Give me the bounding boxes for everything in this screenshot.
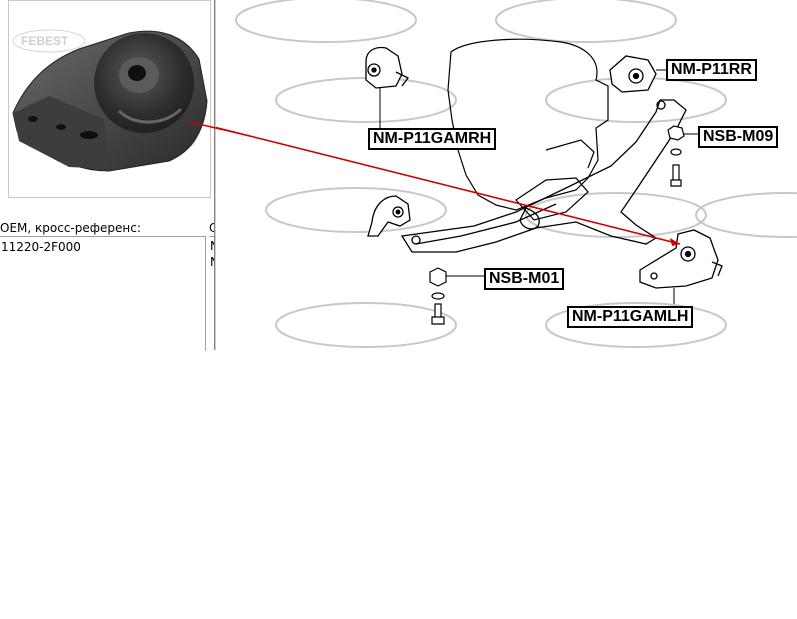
second-column-row[interactable]: N: [210, 255, 215, 269]
second-column-list[interactable]: N N: [209, 236, 215, 351]
diagram-drawing: [216, 0, 797, 348]
product-photo[interactable]: FEBEST FEBEST: [8, 0, 211, 198]
subframe: [400, 99, 687, 253]
engine-outline: [447, 38, 609, 221]
part-label-nm-p11gamrh[interactable]: NM-P11GAMRH: [368, 128, 497, 150]
parts-diagram: NM-P11GAMRH NM-P11RR NSB-M09 NSB-M01 NM-…: [216, 0, 797, 350]
watermark-ovals: [235, 0, 797, 348]
pane-splitter[interactable]: [214, 0, 215, 350]
mount-nm-p11rr: [609, 55, 668, 93]
part-label-nsb-m09[interactable]: NSB-M09: [698, 126, 779, 148]
second-column-row[interactable]: N: [210, 239, 215, 253]
hardware-nsb-m01: [429, 267, 484, 325]
hardware-nsb-m09: [667, 125, 700, 187]
part-label-nsb-m01[interactable]: NSB-M01: [484, 268, 565, 290]
pointer-line: [216, 126, 681, 245]
left-pane: FEBEST FEBEST OEM, кросс-референс: 11220…: [0, 0, 217, 351]
oem-cross-reference-label: OEM, кросс-референс:: [0, 221, 141, 235]
part-label-nm-p11rr[interactable]: NM-P11RR: [666, 59, 757, 81]
pane-splitter-highlight: [215, 0, 216, 350]
part-label-nm-p11gamlh[interactable]: NM-P11GAMLH: [567, 306, 694, 328]
second-column-header: С: [209, 221, 217, 235]
mount-nm-p11gamlh: [639, 229, 723, 304]
mount-nm-p11gamrh: [365, 46, 409, 128]
mount-bracket-left: [367, 195, 411, 237]
engine-mount-photo: FEBEST FEBEST: [12, 29, 208, 172]
oem-number-item[interactable]: 11220-2F000: [1, 240, 81, 254]
photo-watermark-brand: FEBEST: [21, 34, 69, 48]
oem-number-list[interactable]: 11220-2F000: [0, 236, 206, 351]
